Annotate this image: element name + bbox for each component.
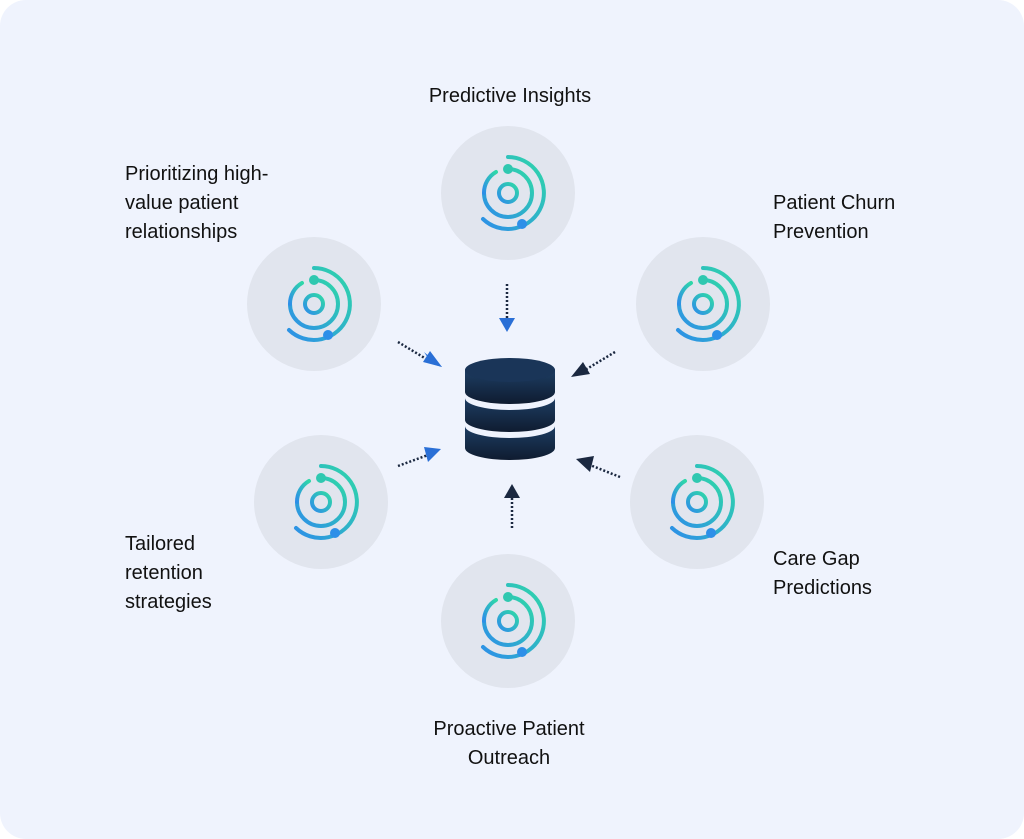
label-prioritizing-high-value: Prioritizing high- value patient relatio… <box>125 163 269 243</box>
node-care-gap-predictions <box>630 435 764 569</box>
label-predictive-insights: Predictive Insights <box>428 85 592 107</box>
node-prioritizing-high-value <box>247 237 381 371</box>
node-tailored-retention-strategies <box>254 435 388 569</box>
node-proactive-patient-outreach <box>441 554 575 688</box>
node-predictive-insights <box>441 126 575 260</box>
node-patient-churn-prevention <box>636 237 770 371</box>
label-proactive-patient-outreach: Proactive Patient Outreach <box>433 718 585 769</box>
label-care-gap-predictions: Care Gap Predictions <box>773 548 872 599</box>
database-icon <box>465 358 555 460</box>
label-patient-churn-prevention: Patient Churn Prevention <box>773 192 896 243</box>
label-tailored-retention-strategies: Tailored retention strategies <box>125 533 212 613</box>
